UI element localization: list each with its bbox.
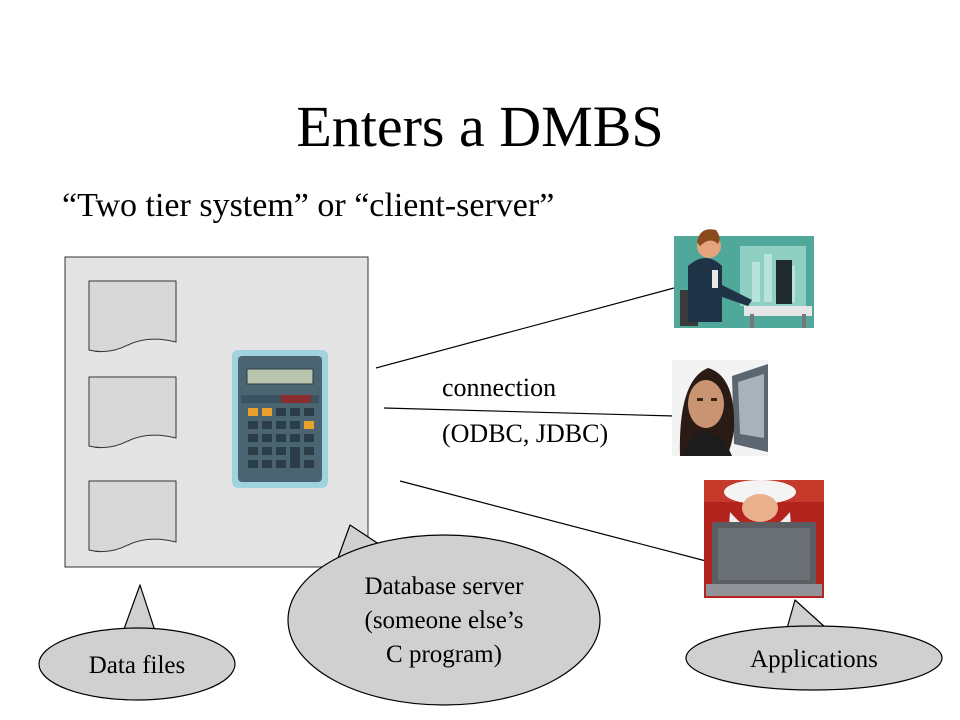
applications-callout [685, 599, 943, 691]
connection-line-1 [375, 287, 675, 369]
office-worker-photo [674, 229, 814, 328]
connection-protocols-label: (ODBC, JDBC) [442, 419, 609, 448]
slide-subtitle: “Two tier system” or “client-server” [62, 187, 555, 224]
woman-photo [672, 360, 768, 456]
database-server-callout [287, 524, 601, 706]
database-server-line-1: Database server [364, 573, 524, 600]
data-files-label: Data files [88, 652, 186, 679]
data-file-1 [88, 280, 177, 353]
applications-label: Applications [750, 646, 878, 673]
data-file-2 [88, 376, 177, 449]
connection-line-3 [399, 480, 707, 562]
connection-line-2 [383, 407, 675, 417]
database-server-line-2: (someone else’s [364, 607, 524, 634]
data-file-3 [88, 480, 177, 553]
database-server-line-3: C program) [386, 641, 502, 668]
calculator-icon [232, 350, 328, 488]
database-server-label: Database server (someone else’s C progra… [310, 570, 578, 672]
connection-label: connection [442, 373, 557, 402]
data-files-callout [38, 584, 236, 701]
santa-laptop-photo [704, 480, 824, 598]
slide-title: Enters a DMBS [296, 94, 664, 159]
